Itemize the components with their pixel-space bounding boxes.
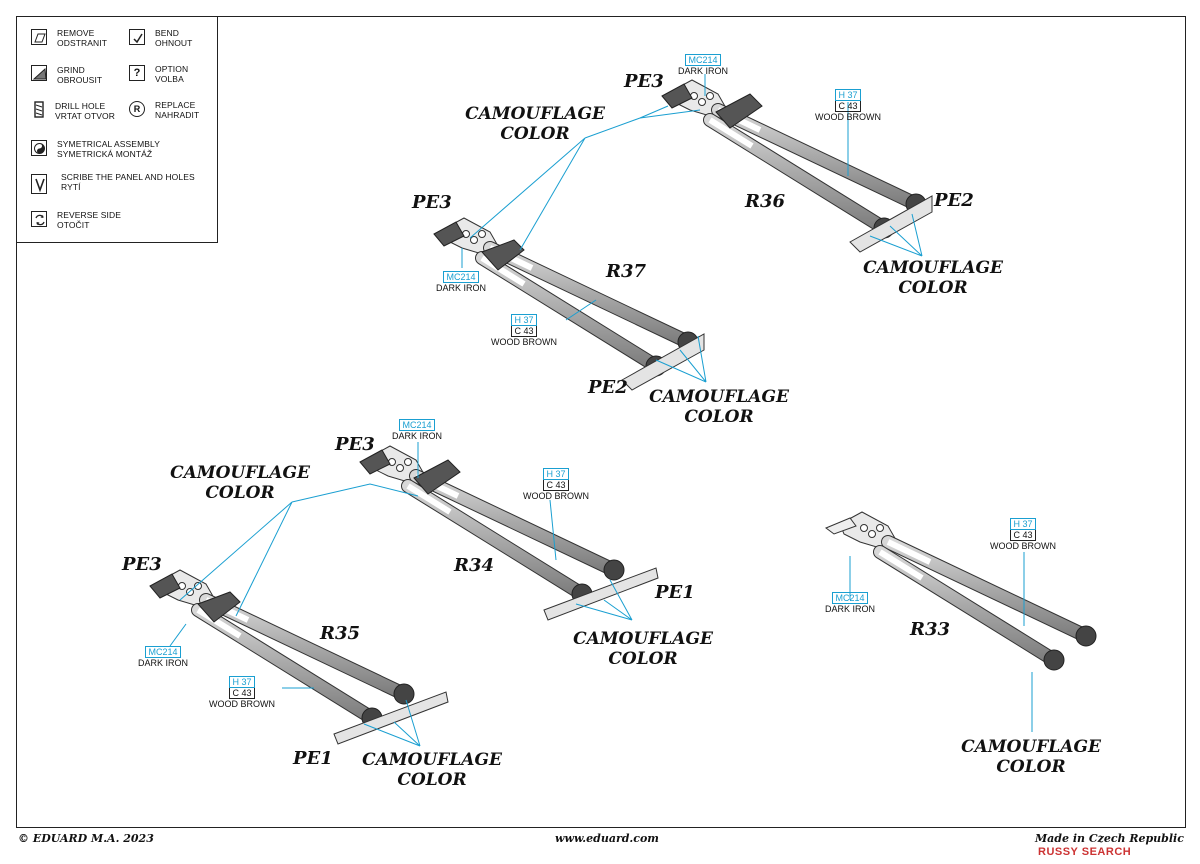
callout-lines: [169, 74, 1033, 747]
replace-icon: R: [129, 101, 145, 117]
drill-icon: [31, 101, 47, 118]
label-pe3-r34: PE3: [335, 434, 375, 455]
label-r37: R37: [606, 261, 647, 282]
label-pe3-top: PE3: [624, 71, 664, 92]
page-frame: [16, 16, 1186, 828]
label-r35: R35: [320, 623, 361, 644]
assembly-r36: [661, 80, 932, 253]
grind-icon: [31, 65, 47, 81]
assembly-r37: [433, 218, 704, 391]
footer-website[interactable]: www.eduard.com: [555, 832, 659, 845]
label-pe2-top: PE2: [934, 190, 974, 211]
remove-icon: [31, 29, 47, 45]
label-r34: R34: [454, 555, 495, 576]
label-r36: R36: [745, 191, 786, 212]
bend-icon: [129, 29, 145, 45]
assembly-r34: [359, 446, 659, 621]
assembly-r35: [149, 570, 449, 745]
label-r33: R33: [910, 619, 951, 640]
footer-made-in: Made in Czech Republic: [1035, 832, 1184, 845]
question-icon: ?: [129, 65, 145, 81]
label-pe2-r37: PE2: [588, 377, 628, 398]
footer-copyright: © EDUARD M.A. 2023: [18, 832, 154, 845]
label-pe3-r37: PE3: [412, 192, 452, 213]
label-pe3-r35: PE3: [122, 554, 162, 575]
assembly-r33: [825, 512, 1096, 670]
label-pe1-r34: PE1: [655, 582, 695, 603]
reverse-icon: [31, 211, 47, 227]
symmetry-icon: [31, 140, 47, 156]
scribe-icon: [31, 174, 47, 194]
watermark: RUSSY SEARCH: [1038, 846, 1132, 858]
label-pe1-r35: PE1: [293, 748, 333, 769]
